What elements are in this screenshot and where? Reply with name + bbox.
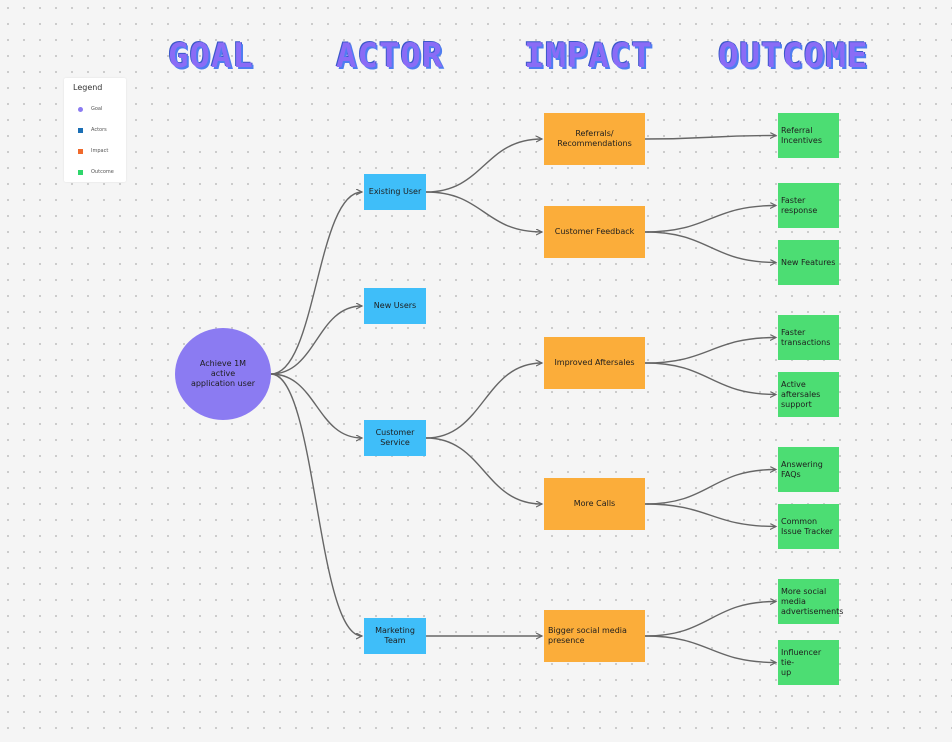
legend-item-actors: Actors (78, 125, 107, 135)
impact-node-social-media-presence[interactable]: Bigger social media presence (544, 610, 645, 662)
actor-node-customer-service[interactable]: Customer Service (364, 420, 426, 456)
goal-label: Achieve 1M active application user (190, 359, 256, 388)
outcome-node-common-issue-tracker[interactable]: Common Issue Tracker (778, 504, 839, 549)
actor-label: Customer Service (375, 428, 415, 447)
connector-i1-o1 (644, 206, 776, 233)
legend-label: Goal (91, 106, 103, 112)
connector-a0-i0 (425, 139, 542, 193)
impact-node-more-calls[interactable]: More Calls (544, 478, 645, 530)
legend-label: Outcome (91, 169, 114, 175)
connector-goal-a1 (270, 306, 362, 375)
legend-label: Impact (91, 148, 109, 154)
connector-goal-a2 (270, 373, 362, 438)
connector-i3-o5 (644, 470, 776, 505)
actor-label: New Users (373, 301, 417, 310)
outcome-label: Active aftersales support (781, 379, 821, 409)
connector-i2-o3 (644, 338, 776, 364)
outcome-node-active-aftersales-support[interactable]: Active aftersales support (778, 372, 839, 417)
actor-node-existing-user[interactable]: Existing User (364, 174, 426, 210)
impact-node-referrals[interactable]: Referrals/ Recommendations (544, 113, 645, 165)
connector-a0-i1 (425, 191, 542, 232)
connector-i3-o6 (644, 503, 776, 527)
actor-label: Existing User (368, 187, 422, 196)
outcome-node-faster-response[interactable]: Faster response (778, 183, 839, 228)
outcome-label: Referral Incentives (781, 125, 823, 145)
connector-i1-o2 (644, 231, 776, 263)
legend-swatch-outcome (78, 169, 83, 175)
outcome-node-faster-transactions[interactable]: Faster transactions (778, 315, 839, 360)
actor-node-marketing-team[interactable]: Marketing Team (364, 618, 426, 654)
connector-i0-o0 (644, 136, 776, 140)
connector-i4-o8 (644, 635, 776, 663)
outcome-node-new-features[interactable]: New Features (778, 240, 839, 285)
header-impact: IMPACT (524, 36, 653, 76)
header-goal: GOAL (168, 36, 254, 76)
connector-i4-o7 (644, 602, 776, 637)
header-actor: ACTOR (336, 36, 444, 76)
legend-swatch-actors (78, 127, 83, 133)
outcome-label: More social media advertisements (781, 586, 844, 616)
goal-node[interactable]: Achieve 1M active application user (175, 328, 271, 420)
legend-label: Actors (91, 127, 107, 133)
outcome-label: Answering FAQs (781, 459, 823, 479)
outcome-node-influencer-tie-up[interactable]: Influencer tie- up (778, 640, 839, 685)
connector-i2-o4 (644, 362, 776, 395)
outcome-label: New Features (781, 257, 836, 267)
impact-label: Customer Feedback (554, 227, 635, 236)
actor-label: Marketing Team (375, 626, 415, 645)
impact-label: Bigger social media presence (548, 626, 627, 645)
legend: Legend Goal Actors Impact Outcome (64, 78, 126, 182)
outcome-label: Faster response (781, 195, 818, 215)
outcome-node-referral-incentives[interactable]: Referral Incentives (778, 113, 839, 158)
legend-swatch-goal (78, 106, 83, 112)
outcome-node-social-media-ads[interactable]: More social media advertisements (778, 579, 843, 624)
connector-goal-a0 (270, 192, 362, 375)
legend-item-outcome: Outcome (78, 167, 114, 177)
outcome-label: Common Issue Tracker (781, 516, 834, 536)
legend-title: Legend (73, 83, 103, 92)
legend-swatch-impact (78, 148, 83, 154)
outcome-label: Influencer tie- up (781, 647, 822, 677)
header-outcome: OUTCOME (718, 36, 869, 76)
outcome-node-answering-faqs[interactable]: Answering FAQs (778, 447, 839, 492)
connector-a2-i3 (425, 437, 542, 504)
impact-node-improved-aftersales[interactable]: Improved Aftersales (544, 337, 645, 389)
impact-label: Referrals/ Recommendations (557, 129, 632, 148)
connector-a2-i2 (425, 363, 542, 439)
legend-item-goal: Goal (78, 104, 102, 114)
connector-goal-a3 (270, 373, 362, 636)
legend-item-impact: Impact (78, 146, 108, 156)
impact-label: More Calls (573, 499, 616, 508)
impact-node-customer-feedback[interactable]: Customer Feedback (544, 206, 645, 258)
actor-node-new-users[interactable]: New Users (364, 288, 426, 324)
impact-label: Improved Aftersales (554, 358, 635, 367)
outcome-label: Faster transactions (781, 327, 831, 347)
